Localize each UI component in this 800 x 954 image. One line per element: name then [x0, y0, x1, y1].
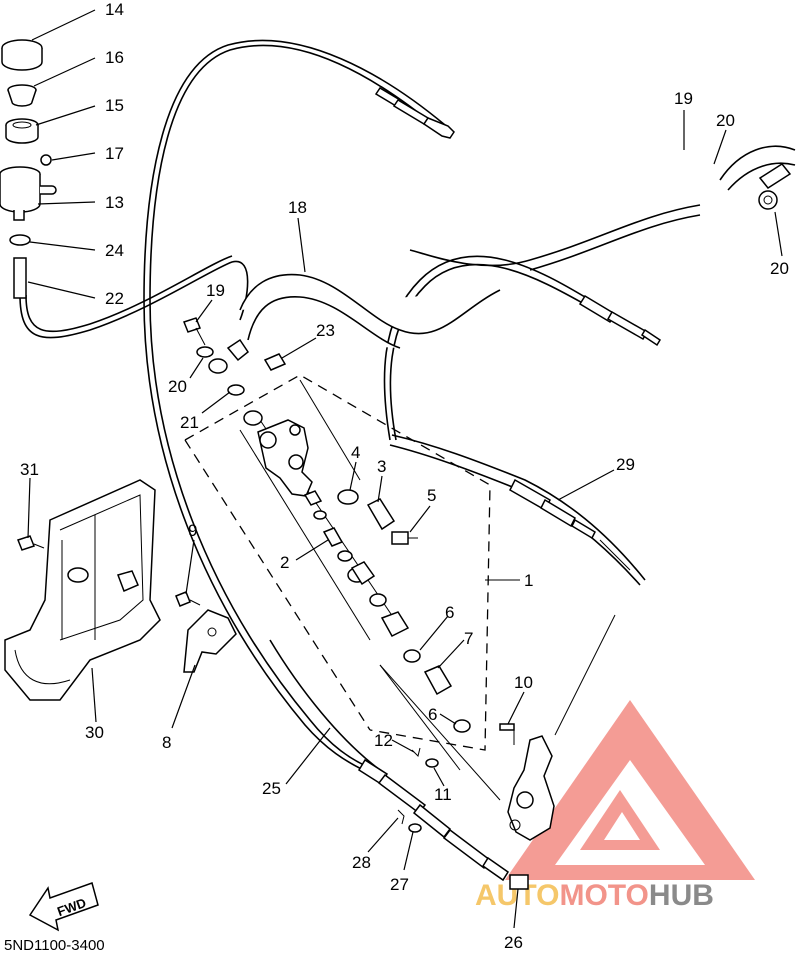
heel-guard — [4, 479, 237, 701]
callout-14: 14 — [105, 0, 124, 19]
callout-2: 2 — [280, 553, 289, 572]
callout-18: 18 — [288, 198, 307, 217]
callout-15: 15 — [105, 96, 124, 115]
callout-24: 24 — [105, 241, 124, 260]
callout-19-right: 19 — [674, 89, 693, 108]
callout-12: 12 — [374, 731, 393, 750]
callout-22: 22 — [105, 289, 124, 308]
leader-lines — [27, 9, 783, 929]
callout-29: 29 — [616, 455, 635, 474]
callout-21: 21 — [180, 413, 199, 432]
callout-27: 27 — [390, 875, 409, 894]
fwd-arrow-badge: FWD — [28, 882, 99, 932]
callout-20-left: 20 — [168, 377, 187, 396]
callout-8: 8 — [162, 733, 171, 752]
callout-20-right-bottom: 20 — [770, 259, 789, 278]
callout-7: 7 — [464, 629, 473, 648]
cables — [19, 39, 796, 882]
callout-13: 13 — [105, 193, 124, 212]
watermark-word-moto: MOTO — [559, 879, 648, 912]
callout-6-bottom: 6 — [428, 705, 437, 724]
watermark-word-hub: HUB — [649, 879, 714, 912]
callout-28: 28 — [352, 853, 371, 872]
reservoir-assembly — [0, 39, 57, 299]
callout-19-left: 19 — [206, 281, 225, 300]
callout-31: 31 — [20, 460, 39, 479]
callout-9: 9 — [188, 521, 197, 540]
callout-26: 26 — [504, 933, 523, 952]
callout-16: 16 — [105, 48, 124, 67]
callout-25: 25 — [262, 779, 281, 798]
callout-1: 1 — [524, 571, 533, 590]
callout-10: 10 — [514, 673, 533, 692]
callout-20-right-top: 20 — [716, 111, 735, 130]
callout-6-top: 6 — [445, 603, 454, 622]
callout-11: 11 — [434, 785, 452, 804]
callout-labels: 14 16 15 17 13 24 22 19 20 21 18 23 19 2… — [20, 0, 789, 952]
callout-23: 23 — [316, 321, 335, 340]
callout-5: 5 — [427, 486, 436, 505]
master-cylinder-assembly — [183, 317, 520, 801]
callout-4: 4 — [351, 443, 360, 462]
diagram-code: 5ND1100-3400 — [4, 937, 105, 954]
pedal-assembly — [397, 614, 616, 890]
callout-3: 3 — [377, 457, 386, 476]
callout-30: 30 — [85, 723, 104, 742]
callout-17: 17 — [105, 144, 124, 163]
